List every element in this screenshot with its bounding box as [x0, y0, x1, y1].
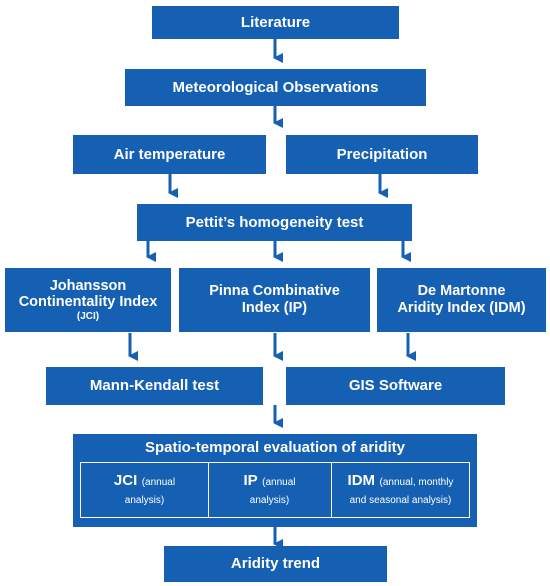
ip-line1: Pinna Combinative	[209, 283, 340, 300]
air-temperature-box: Air temperature	[73, 135, 266, 174]
mann-kendall-label: Mann-Kendall test	[89, 377, 220, 395]
meteorological-observations-box: Meteorological Observations	[125, 69, 426, 106]
jci-line3: (JCI)	[76, 310, 100, 322]
idm-line1: De Martonne	[417, 283, 506, 300]
gis-software-box: GIS Software	[286, 367, 505, 405]
meteorological-observations-label: Meteorological Observations	[172, 78, 379, 96]
air-temperature-label: Air temperature	[113, 145, 226, 163]
ip-line2: Index (IP)	[241, 300, 308, 316]
precipitation-label: Precipitation	[336, 145, 428, 163]
spatio-jci-cell: JCI (annual analysis)	[80, 462, 209, 518]
spatio-temporal-box: Spatio-temporal evaluation of aridity JC…	[73, 434, 477, 527]
pettit-test-label: Pettit’s homogeneity test	[185, 213, 364, 231]
literature-label: Literature	[240, 13, 311, 31]
gis-software-label: GIS Software	[348, 377, 443, 395]
literature-box: Literature	[152, 6, 399, 39]
spatio-jci-desc1: (annual	[141, 476, 176, 488]
spatio-ip-desc1: (annual	[262, 476, 296, 488]
jci-line1: Johansson	[49, 277, 127, 294]
spatio-ip-desc2: analysis)	[249, 495, 290, 506]
spatio-ip-cell: IP (annual analysis)	[208, 462, 332, 518]
jci-box: Johansson Continentality Index (JCI)	[5, 268, 171, 332]
pettit-test-box: Pettit’s homogeneity test	[137, 204, 412, 241]
aridity-trend-box: Aridity trend	[164, 546, 387, 582]
spatio-jci-abbr: JCI	[113, 471, 138, 489]
idm-line2: Aridity Index (IDM)	[397, 300, 526, 316]
aridity-trend-label: Aridity trend	[230, 555, 321, 573]
ip-box: Pinna Combinative Index (IP)	[179, 268, 370, 332]
spatio-idm-desc2: and seasonal analysis)	[349, 495, 452, 506]
precipitation-box: Precipitation	[286, 135, 478, 174]
jci-line2: Continentality Index	[18, 294, 158, 311]
mann-kendall-box: Mann-Kendall test	[46, 367, 263, 405]
spatio-ip-abbr: IP	[243, 471, 258, 489]
spatio-idm-desc1: (annual, monthly	[379, 476, 454, 488]
spatio-idm-cell: IDM (annual, monthly and seasonal analys…	[331, 462, 470, 518]
spatio-temporal-title: Spatio-temporal evaluation of aridity	[144, 439, 406, 456]
idm-box: De Martonne Aridity Index (IDM)	[377, 268, 546, 332]
spatio-idm-abbr: IDM	[347, 471, 376, 489]
spatio-jci-desc2: analysis)	[124, 495, 165, 506]
